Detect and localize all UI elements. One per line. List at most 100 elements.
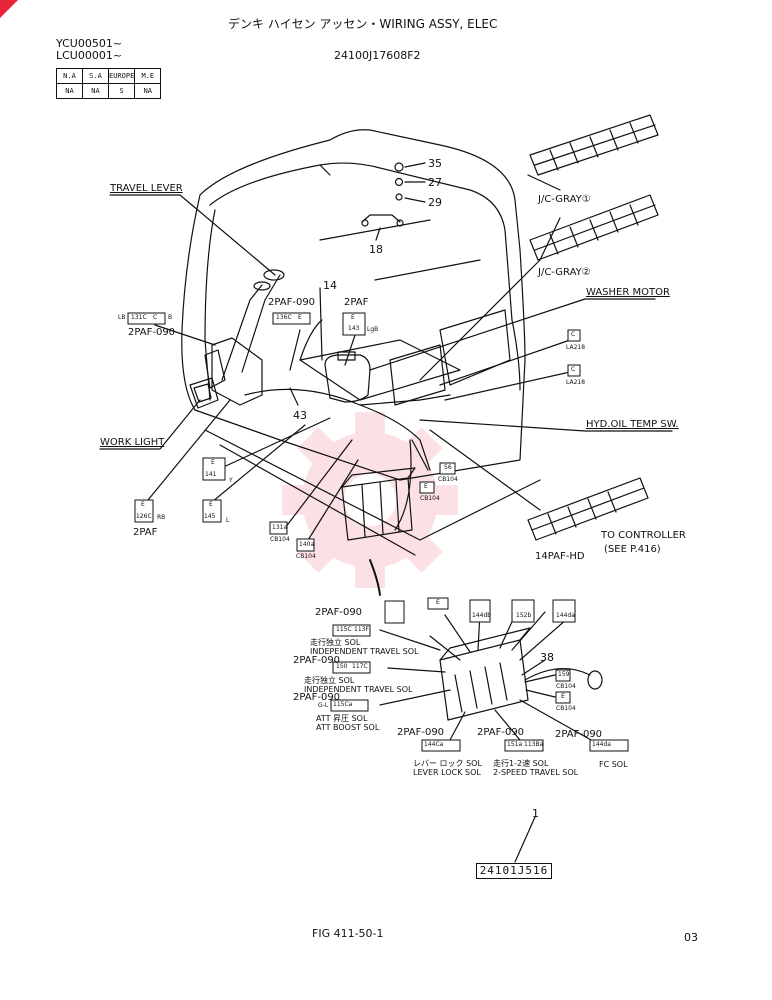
conn-144ca	[421, 739, 461, 752]
conn-e-top	[427, 597, 449, 610]
code-e-c: E	[351, 314, 355, 321]
conn-152b	[511, 599, 535, 623]
label-2paf-090-h: 2PAF-090	[555, 729, 603, 740]
code-y-a: Y	[229, 477, 233, 484]
code-la218-b: LA218	[566, 379, 586, 386]
code-143: 143	[348, 325, 360, 332]
conn-143	[342, 312, 366, 336]
valve-divider	[361, 479, 400, 538]
leader-la218-a	[439, 339, 571, 386]
item-29-part	[395, 193, 403, 201]
code-140a: 140a	[299, 541, 315, 548]
code-c-la: C	[571, 331, 576, 338]
conn-144da-top	[552, 599, 576, 623]
conn-e-cb104	[419, 481, 435, 494]
cab-floor-plate	[299, 339, 461, 401]
code-151a: 151a	[507, 741, 523, 748]
label-2paf-top: 2PAF	[344, 297, 369, 308]
leader-lower-5	[494, 709, 521, 741]
region-value-cell: S	[107, 83, 136, 99]
item-18-clip	[361, 214, 401, 223]
jc-gray-1-connector	[529, 114, 659, 176]
label-independent-sol-jp-1: 走行独立 SOL	[310, 638, 361, 647]
conn-131c	[127, 312, 166, 325]
conn-126c	[134, 499, 154, 523]
leader-washer-motor	[369, 298, 656, 371]
leader-hyd-temp	[419, 419, 673, 432]
label-2paf-090-g: 2PAF-090	[477, 727, 525, 738]
conn-136c	[272, 312, 311, 325]
label-14paf-hd: 14PAF-HD	[535, 551, 585, 562]
fc-sol-body	[587, 670, 603, 690]
work-light-housing	[189, 377, 219, 409]
label-jc-gray-2: J/C-GRAY②	[538, 267, 591, 278]
item-35-part	[394, 162, 404, 172]
code-e-f: E	[209, 501, 213, 508]
leader-29	[404, 197, 426, 203]
code-144db: 144db	[472, 612, 492, 619]
conn-159	[555, 669, 571, 682]
label-two-speed-en: 2-SPEED TRAVEL SOL	[493, 768, 579, 777]
code-e-low: E	[561, 693, 565, 700]
cab-floor-line	[204, 429, 541, 541]
label-hyd-oil-temp: HYD.OIL TEMP SW.	[586, 419, 679, 430]
code-l-a: L	[226, 517, 230, 524]
code-lgb: LgB	[367, 326, 379, 333]
code-117c: 117C	[352, 663, 368, 670]
cab-roof-slope	[374, 259, 481, 281]
page-code: 03	[684, 931, 698, 944]
figure-number: FIG 411-50-1	[312, 927, 384, 940]
leader-lower-2	[387, 667, 446, 673]
item-number-18: 18	[369, 243, 383, 256]
code-126c: 126C	[136, 513, 152, 520]
code-136c: 136C	[276, 314, 292, 321]
code-cb104-a: CB104	[270, 536, 290, 543]
cab-inner-frame	[209, 164, 331, 206]
leader-lower-6	[519, 699, 601, 746]
solenoid-manifold	[439, 639, 529, 721]
item-27-part	[394, 177, 404, 187]
label-fc-sol: FC SOL	[599, 760, 628, 769]
page-title: デンキ ハイセン アッセン・WIRING ASSY, ELEC	[228, 17, 498, 31]
controller-connector	[527, 477, 649, 541]
serial-range-1: YCU00501~	[56, 37, 123, 50]
solenoid-manifold-top	[439, 627, 531, 661]
leader-connector-a	[147, 399, 231, 501]
harness-cable	[369, 559, 381, 596]
conn-115c	[332, 624, 371, 637]
travel-lever-body	[211, 337, 263, 406]
label-jc-gray-1: J/C-GRAY①	[538, 194, 591, 205]
jc-gray-2-connector	[529, 194, 659, 261]
leader-controller	[429, 429, 541, 511]
leader-la218-b	[444, 371, 571, 401]
cab-roof-outline	[199, 129, 526, 361]
code-cb104-d: CB104	[420, 495, 440, 502]
item-number-27: 27	[428, 176, 442, 189]
label-2paf-090-c: 2PAF-090	[315, 607, 363, 618]
leader-2paf-a	[154, 324, 216, 346]
cab-base	[219, 444, 416, 556]
code-c-lb: C	[571, 366, 576, 373]
code-113ba: 113Ba	[524, 741, 544, 748]
leader-connector-d	[284, 439, 353, 529]
label-2paf-090-e: 2PAF-090	[293, 692, 341, 703]
code-b-a: B	[168, 314, 173, 321]
conn-144db	[469, 599, 491, 623]
region-header-cell: M.E	[134, 68, 162, 84]
solenoid-coils	[454, 662, 508, 713]
code-e-e: E	[141, 501, 145, 508]
label-2paf-bottom: 2PAF	[133, 527, 158, 538]
code-gl: G-L	[318, 702, 329, 709]
code-e-b: E	[298, 314, 302, 321]
conn-la218-cs	[567, 364, 581, 377]
leader-jc-gray	[419, 217, 561, 381]
label-travel-lever: TRAVEL LEVER	[110, 183, 183, 194]
code-152b: 152b	[516, 612, 532, 619]
code-144ca: 144Ca	[424, 741, 444, 748]
conn-140a	[296, 538, 315, 552]
label-see-page: (SEE P.416)	[604, 544, 661, 555]
conn-131a	[269, 521, 288, 535]
label-2paf-090-f: 2PAF-090	[397, 727, 445, 738]
cab-right-edge	[511, 319, 521, 391]
conn-145	[202, 499, 222, 523]
